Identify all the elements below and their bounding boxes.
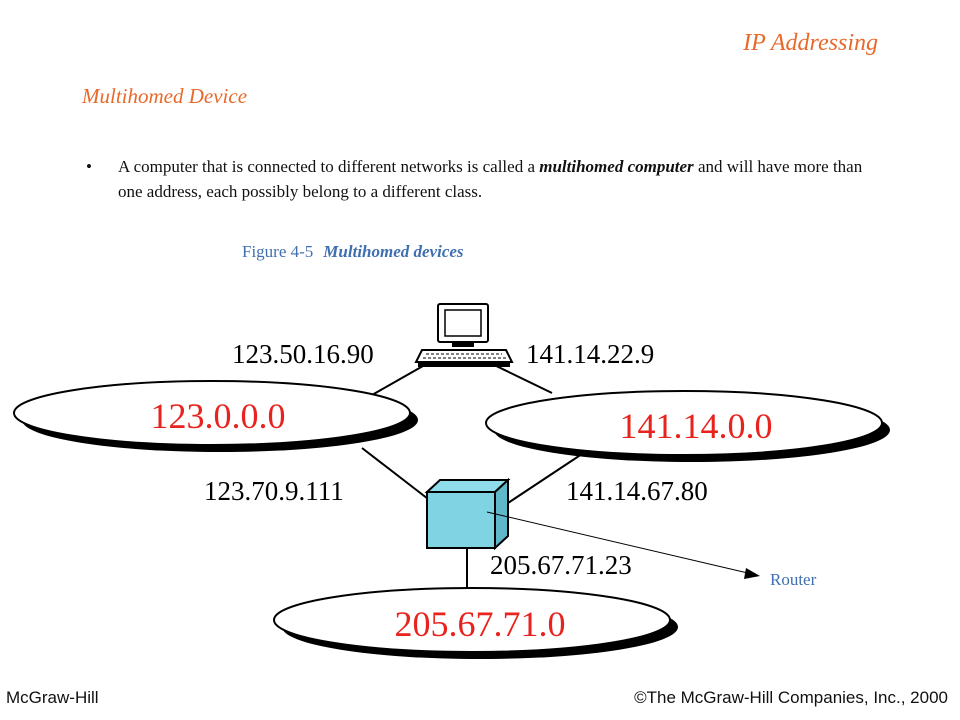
network-123: 123.0.0.0 xyxy=(13,380,418,452)
figure-number: Figure 4-5 xyxy=(242,242,314,261)
router-address-net3: 205.67.71.23 xyxy=(490,550,632,580)
link-router-net1 xyxy=(361,447,433,503)
bullet-text-after: and will have more than one address, eac… xyxy=(118,157,863,201)
network-label: 123.0.0.0 xyxy=(151,396,286,436)
network-label: 141.14.0.0 xyxy=(620,406,773,446)
network-links xyxy=(361,361,589,588)
callout-line xyxy=(486,511,753,575)
footer-copyright: ©The McGraw-Hill Companies, Inc., 2000 xyxy=(634,688,948,707)
figure-caption: Figure 4-5 Multihomed devices xyxy=(242,242,464,262)
computer-address-net2: 141.14.22.9 xyxy=(526,339,654,369)
link-computer-net1 xyxy=(371,361,431,396)
network-141: 141.14.0.0 xyxy=(485,390,890,462)
network-205: 205.67.71.0 xyxy=(273,587,678,659)
router-callout: Router xyxy=(486,511,817,589)
computer-icon xyxy=(414,303,514,367)
bullet-text-before: A computer that is connected to differen… xyxy=(118,157,540,176)
network-label: 205.67.71.0 xyxy=(395,604,566,644)
footer-publisher: McGraw-Hill xyxy=(6,688,99,707)
slide-title: IP Addressing xyxy=(743,30,878,56)
bullet-dot-icon: • xyxy=(86,157,92,176)
network-ellipse xyxy=(13,380,411,446)
bullet-text: A computer that is connected to differen… xyxy=(118,154,866,204)
figure-name: Multihomed devices xyxy=(323,242,464,261)
router-address-net1: 123.70.9.111 xyxy=(204,476,344,506)
address-labels: 123.50.16.90 141.14.22.9 123.70.9.111 14… xyxy=(204,339,708,580)
slide-subtitle: Multihomed Device xyxy=(82,84,248,108)
callout-arrowhead-icon xyxy=(744,568,760,579)
computer-address-net1: 123.50.16.90 xyxy=(232,339,374,369)
router-label: Router xyxy=(770,570,817,589)
router-address-net2: 141.14.67.80 xyxy=(566,476,708,506)
link-router-net2 xyxy=(504,449,589,506)
network-ellipse xyxy=(273,587,671,653)
link-computer-net2 xyxy=(487,361,553,394)
bullet-item: • A computer that is connected to differ… xyxy=(86,154,866,204)
network-ellipse xyxy=(485,390,883,456)
router-icon xyxy=(424,477,511,551)
bullet-emphasis: multihomed computer xyxy=(539,157,694,176)
